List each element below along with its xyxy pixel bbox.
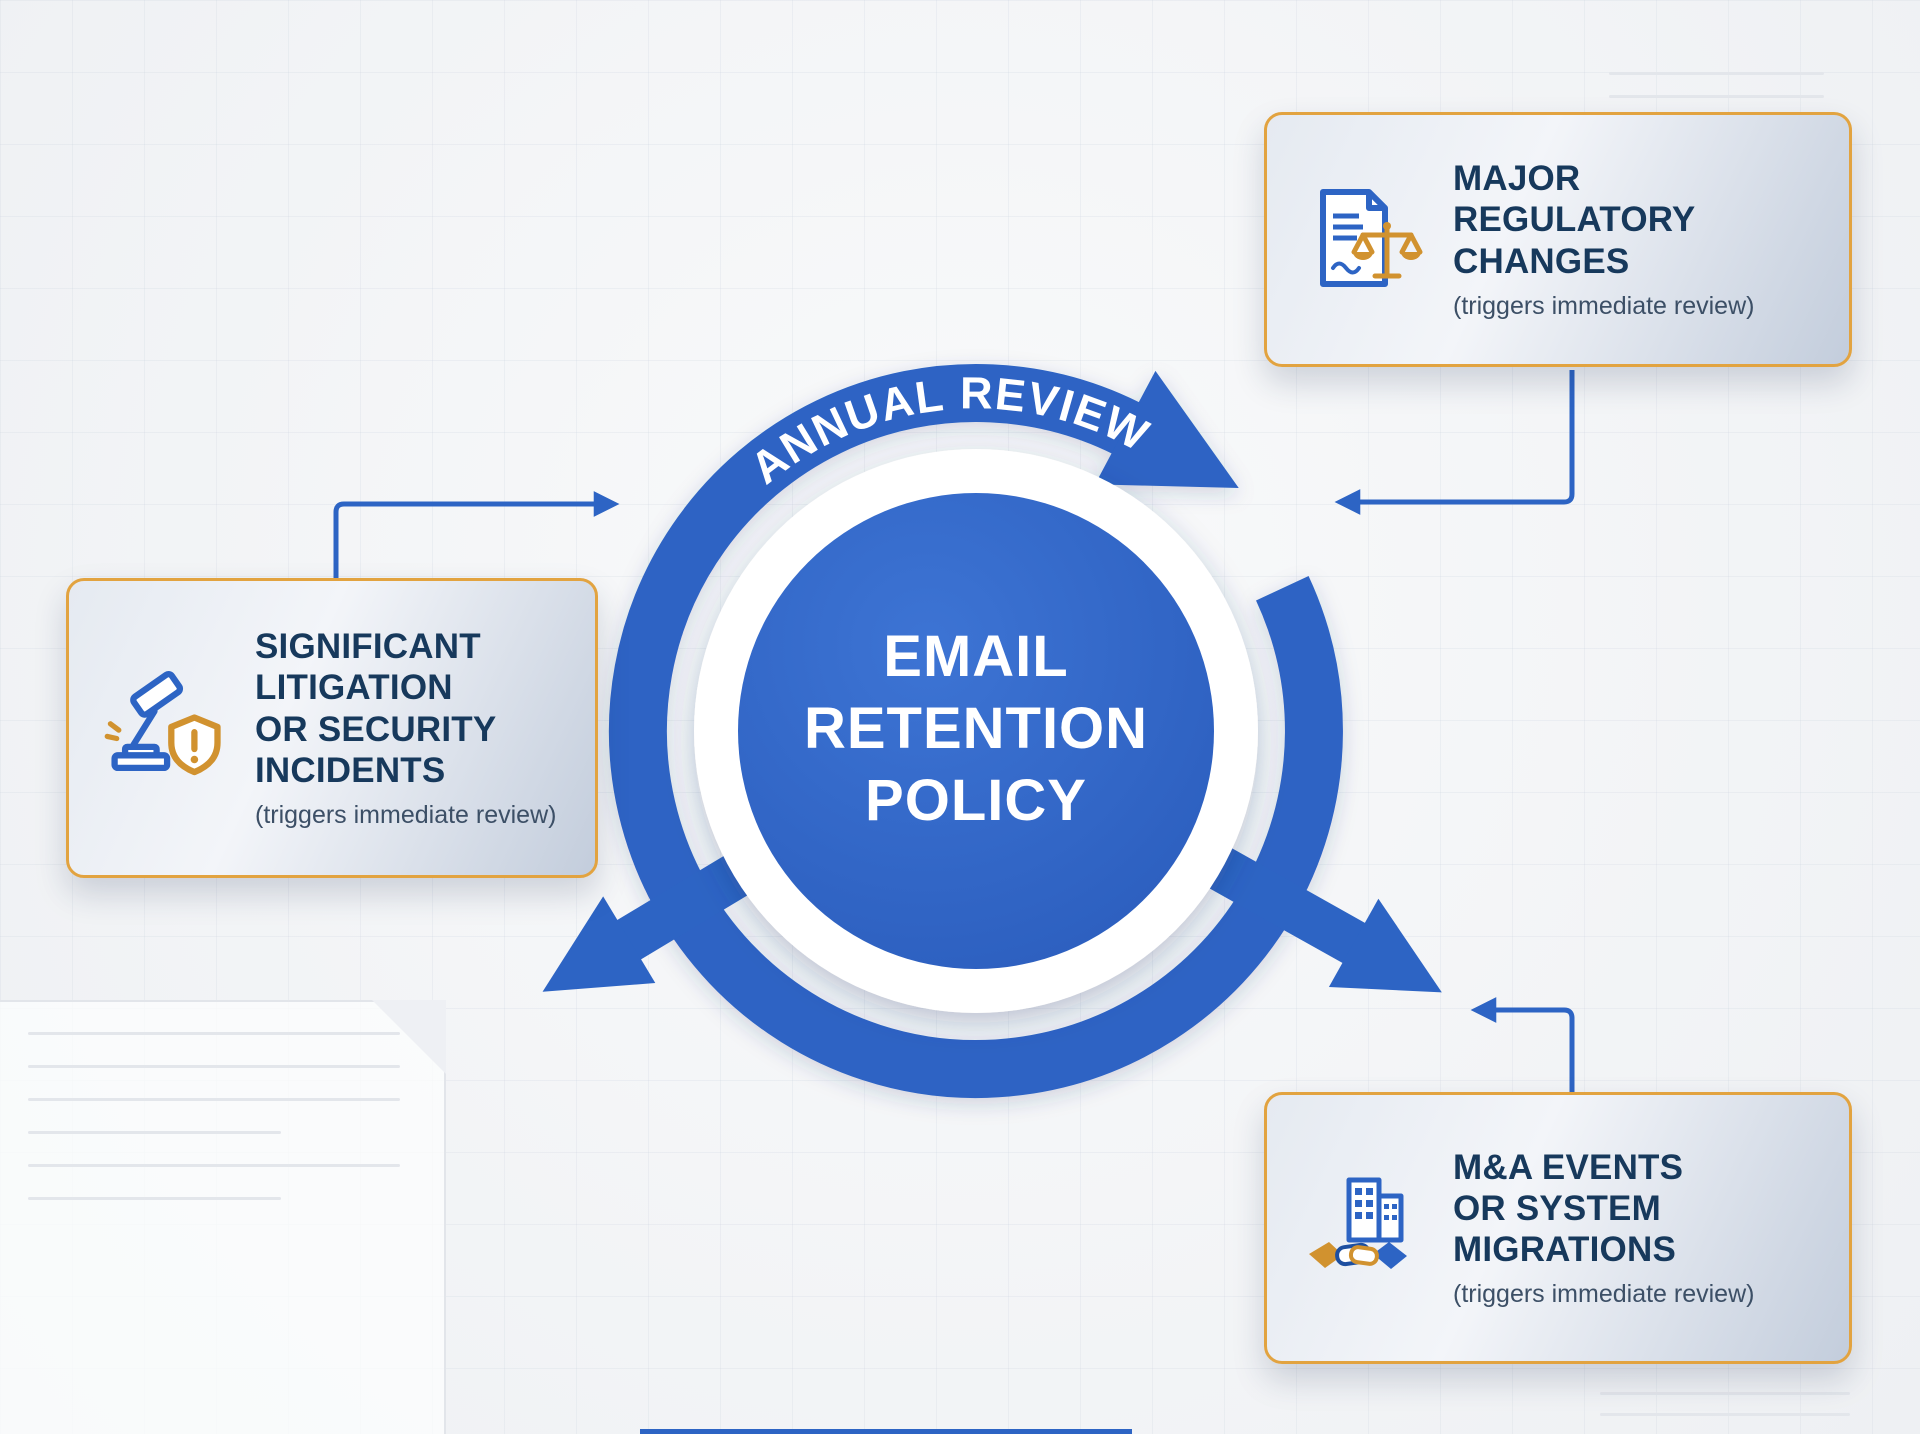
card-title: SIGNIFICANT LITIGATION OR SECURITY INCID… bbox=[255, 626, 556, 791]
decorative-line bbox=[1609, 72, 1824, 75]
decorative-line bbox=[28, 1065, 400, 1068]
document-fold-corner bbox=[372, 1000, 446, 1074]
card-text: MAJOR REGULATORY CHANGES (triggers immed… bbox=[1453, 158, 1754, 321]
card-subtitle: (triggers immediate review) bbox=[1453, 1280, 1755, 1309]
card-title-line: LITIGATION bbox=[255, 668, 453, 708]
card-title-line: INCIDENTS bbox=[255, 750, 446, 790]
center-title-line: POLICY bbox=[865, 767, 1087, 833]
connector-regulatory bbox=[1334, 370, 1575, 515]
decorative-line bbox=[28, 1098, 400, 1101]
connector-litigation bbox=[333, 491, 620, 578]
card-subtitle: (triggers immediate review) bbox=[1453, 291, 1755, 320]
decorative-line bbox=[28, 1164, 400, 1167]
card-title: MAJOR REGULATORY CHANGES bbox=[1453, 158, 1754, 282]
gavel-shield-icon bbox=[101, 665, 229, 791]
card-major-regulatory-changes: MAJOR REGULATORY CHANGES (triggers immed… bbox=[1264, 112, 1852, 367]
decorative-line bbox=[1600, 1392, 1850, 1395]
center-title-line: RETENTION bbox=[803, 695, 1149, 761]
decorative-line bbox=[28, 1197, 281, 1200]
center-title-line: EMAIL bbox=[883, 624, 1069, 689]
card-subtitle: (triggers immediate review) bbox=[255, 801, 557, 830]
center-title: EMAIL RETENTION POLICY bbox=[726, 621, 1226, 837]
card-mna-events: M&A EVENTS OR SYSTEM MIGRATIONS (trigger… bbox=[1264, 1092, 1852, 1364]
card-significant-litigation: SIGNIFICANT LITIGATION OR SECURITY INCID… bbox=[66, 578, 598, 878]
card-title-line: REGULATORY bbox=[1453, 200, 1696, 240]
background-document-shape bbox=[0, 1000, 446, 1434]
decorative-line bbox=[1600, 1413, 1850, 1416]
card-title-line: MIGRATIONS bbox=[1453, 1230, 1677, 1270]
buildings-handshake-icon bbox=[1299, 1168, 1427, 1288]
card-title-line: M&A EVENTS bbox=[1453, 1147, 1684, 1187]
card-title-line: MAJOR bbox=[1453, 159, 1581, 199]
decorative-line bbox=[28, 1131, 281, 1134]
background-lines-bottom-right bbox=[1600, 1374, 1850, 1416]
center-circle bbox=[738, 493, 1214, 969]
bottom-accent-line bbox=[640, 1429, 1132, 1434]
regulation-document-scales-icon bbox=[1299, 180, 1427, 300]
card-title: M&A EVENTS OR SYSTEM MIGRATIONS bbox=[1453, 1147, 1754, 1271]
card-title-line: SIGNIFICANT bbox=[255, 626, 481, 666]
connector-mna bbox=[1470, 997, 1575, 1092]
card-title-line: CHANGES bbox=[1453, 241, 1630, 281]
decorative-line bbox=[28, 1032, 400, 1035]
card-title-line: OR SECURITY bbox=[255, 709, 497, 749]
card-text: SIGNIFICANT LITIGATION OR SECURITY INCID… bbox=[255, 626, 556, 830]
card-title-line: OR SYSTEM bbox=[1453, 1188, 1661, 1228]
decorative-line bbox=[1609, 95, 1824, 98]
card-text: M&A EVENTS OR SYSTEM MIGRATIONS (trigger… bbox=[1453, 1147, 1754, 1310]
